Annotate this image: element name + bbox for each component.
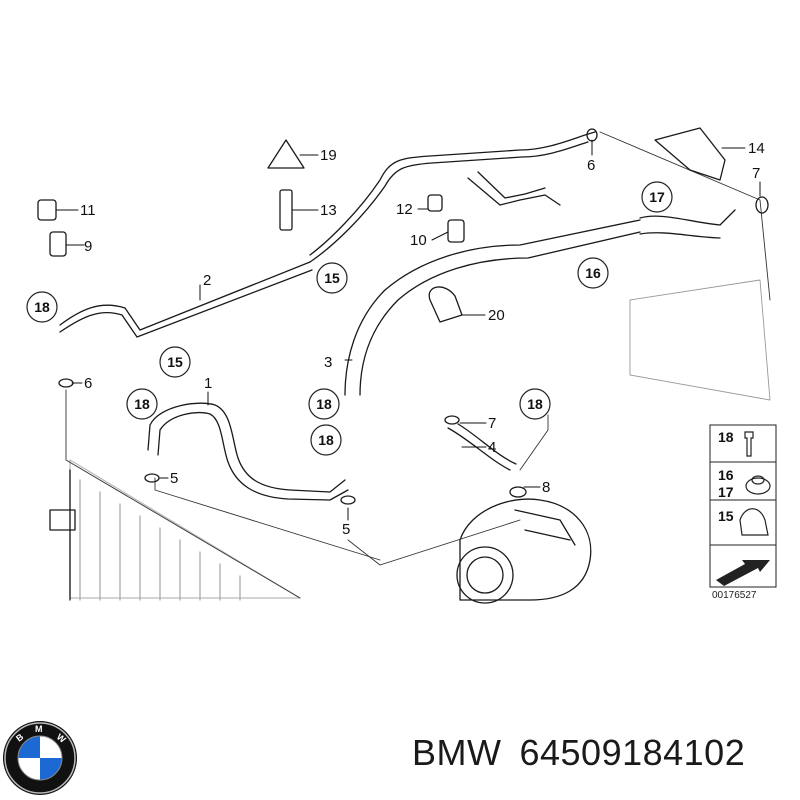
callout-label-c7b: 7 — [488, 415, 496, 432]
callout-label-c9: 9 — [84, 238, 92, 255]
circled-callout-cc18c: 18 — [308, 388, 340, 420]
callout-label-c6a: 6 — [587, 157, 595, 174]
circled-callout-cc16: 16 — [577, 257, 609, 289]
circled-label: 18 — [316, 396, 332, 412]
pipe-line-4 — [447, 423, 517, 471]
legend-label-16: 16 — [718, 467, 734, 483]
part-11 — [37, 199, 57, 221]
circled-callout-cc15b: 15 — [159, 346, 191, 378]
circled-callout-cc18e: 18 — [310, 424, 342, 456]
part-number: 64509184102 — [519, 732, 746, 773]
callout-label-c20: 20 — [488, 307, 505, 324]
part-seal-5b — [340, 495, 356, 505]
legend-label-17: 17 — [718, 484, 734, 500]
reference-number: 00176527 — [712, 590, 757, 601]
part-seal-8 — [509, 486, 527, 498]
callout-label-c8: 8 — [542, 479, 550, 496]
callout-label-c10: 10 — [410, 232, 427, 249]
circled-label: 18 — [527, 396, 543, 412]
pipe-line-top — [309, 131, 596, 263]
part-13 — [279, 189, 293, 231]
callout-label-c4: 4 — [488, 439, 496, 456]
callout-circle — [126, 388, 158, 420]
svg-text:B: B — [14, 731, 26, 743]
circled-callout-cc15a: 15 — [316, 262, 348, 294]
pipe-line-1 — [147, 402, 349, 501]
callout-label-c7a: 7 — [752, 165, 760, 182]
brand-name: BMW — [412, 732, 502, 773]
part-seal-5a — [144, 473, 160, 483]
part-seal-6b — [58, 378, 74, 388]
callout-label-c11: 11 — [80, 202, 96, 219]
callout-label-c12: 12 — [396, 201, 413, 218]
callout-label-c5b: 5 — [342, 521, 350, 538]
footer-part-number-line: BMW 64509184102 — [412, 732, 763, 774]
svg-text:M: M — [35, 724, 43, 734]
circled-label: 18 — [34, 299, 50, 315]
bmw-logo-icon: B M W — [3, 721, 77, 795]
callout-label-c1: 1 — [204, 375, 212, 392]
part-seal-6a — [586, 128, 598, 142]
callout-circle — [577, 257, 609, 289]
part-10 — [447, 219, 465, 243]
compressor-part — [456, 498, 592, 604]
circled-label: 18 — [134, 396, 150, 412]
callout-label-c14: 14 — [748, 140, 765, 157]
part-seal-7a — [755, 196, 769, 214]
circled-callout-cc18d: 18 — [519, 388, 551, 420]
part-19 — [267, 139, 305, 169]
callout-circle — [159, 346, 191, 378]
callout-label-c5a: 5 — [170, 470, 178, 487]
circled-callout-cc18b: 18 — [126, 388, 158, 420]
circled-label: 16 — [585, 265, 601, 281]
circled-label: 17 — [649, 189, 665, 205]
part-seal-7b — [444, 415, 460, 425]
callout-circle — [310, 424, 342, 456]
condenser-part — [49, 459, 301, 601]
hose-line-3 — [344, 219, 641, 396]
callout-label-c19: 19 — [320, 147, 337, 164]
callout-circle — [26, 291, 58, 323]
callout-circle — [308, 388, 340, 420]
part-14 — [654, 127, 726, 181]
circled-callout-cc17: 17 — [641, 181, 673, 213]
callout-circle — [316, 262, 348, 294]
part-12 — [427, 194, 443, 212]
circled-label: 15 — [167, 354, 183, 370]
circled-label: 18 — [318, 432, 334, 448]
callout-label-c2: 2 — [203, 272, 211, 289]
callout-label-c6b: 6 — [84, 375, 92, 392]
circled-label: 15 — [324, 270, 340, 286]
part-9 — [49, 231, 67, 257]
callout-label-c13: 13 — [320, 202, 337, 219]
legend-label-15: 15 — [718, 508, 734, 524]
legend-box: 18 16 17 15 — [709, 424, 777, 588]
callout-circle — [519, 388, 551, 420]
callout-circle — [641, 181, 673, 213]
callout-label-c3: 3 — [324, 354, 332, 371]
pipe-line-2 — [59, 261, 313, 338]
part-20 — [428, 286, 463, 323]
circled-callout-cc18a: 18 — [26, 291, 58, 323]
legend-label-18: 18 — [718, 429, 734, 445]
